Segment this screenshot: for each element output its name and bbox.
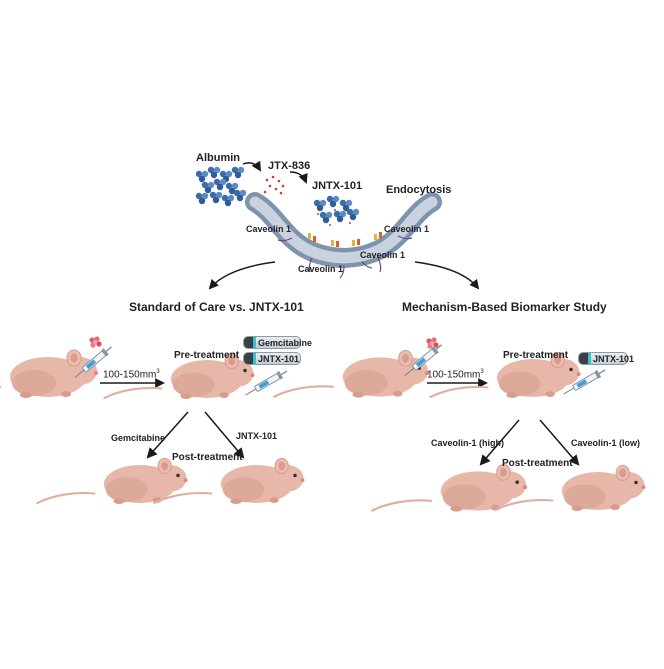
mouse-left-start (0, 348, 100, 400)
left-vial-2-label: JNTX-101 (258, 354, 300, 364)
right-pre-treatment-label: Pre-treatment (503, 350, 569, 361)
caveolin-markers (308, 232, 382, 247)
vial-cap-icon (244, 353, 256, 364)
branch-arrow-right-study (414, 261, 480, 290)
arrow-right-to-high (479, 419, 520, 466)
right-tumor-size-value: 100-150mm (427, 369, 481, 381)
drug-particles (263, 175, 285, 195)
left-branch-jntx-label: JNTX-101 (236, 431, 278, 441)
left-gemcitabine-vial: Gemcitabine (243, 336, 312, 349)
left-branch-gemcitabine-label: Gemcitabine (111, 433, 166, 443)
drug-label: JTX-836 (268, 160, 311, 172)
caveolin-label-bottom: Caveolin 1 (298, 264, 344, 274)
right-vial-1-label: JNTX-101 (593, 354, 635, 364)
right-tumor-size: 100-150mm3 (427, 369, 484, 380)
caveolin-label-right: Caveolin 1 (384, 224, 430, 234)
tumor-right-icon (426, 337, 439, 349)
left-study-title: Standard of Care vs. JNTX-101 (129, 300, 304, 314)
mouse-left-post-gemcitabine (36, 457, 189, 505)
arrow-left-to-gemcitabine (146, 411, 189, 459)
right-tumor-size-unit-sup: 3 (480, 369, 484, 375)
right-branch-high-label: Caveolin-1 (high) (431, 438, 505, 448)
caveolin-label-left: Caveolin 1 (246, 224, 292, 234)
right-study-title: Mechanism-Based Biomarker Study (402, 300, 607, 314)
conjugate-label: JNTX-101 (312, 180, 363, 192)
vial-cap-icon (244, 337, 256, 348)
arrow-left-to-jntx (204, 411, 245, 459)
left-pre-treatment-label: Pre-treatment (174, 350, 240, 361)
albumin-to-drug-arrow (242, 160, 262, 172)
vial-cap-icon (579, 353, 591, 364)
caveolin-strands (277, 235, 413, 279)
right-jntx-vial: JNTX-101 (578, 352, 634, 365)
tumor-left-icon (89, 336, 102, 348)
right-post-treatment-label: Post-treatment (502, 458, 573, 469)
conjugate-cluster-dots (317, 209, 351, 226)
left-post-treatment-label: Post-treatment (172, 452, 243, 463)
arrow-right-to-low (539, 419, 580, 466)
conjugate-cluster (313, 195, 360, 224)
left-jntx-vial: JNTX-101 (243, 352, 301, 365)
branch-arrow-left-study (208, 261, 276, 290)
caveolin-label-mid: Caveolin 1 (360, 250, 406, 260)
cell-membrane-inner (249, 196, 438, 264)
mouse-right-post-high (371, 463, 529, 513)
right-branch-low-label: Caveolin-1 (low) (571, 438, 641, 448)
left-vial-1-label: Gemcitabine (258, 338, 313, 348)
drug-to-conjugate-arrow (289, 171, 308, 184)
left-tumor-size-unit-sup: 3 (156, 369, 160, 375)
left-tumor-size: 100-150mm3 (103, 369, 160, 380)
endocytosis-label: Endocytosis (386, 184, 452, 196)
left-tumor-size-value: 100-150mm (103, 369, 157, 381)
albumin-label: Albumin (196, 152, 240, 164)
albumin-cluster (195, 166, 247, 207)
